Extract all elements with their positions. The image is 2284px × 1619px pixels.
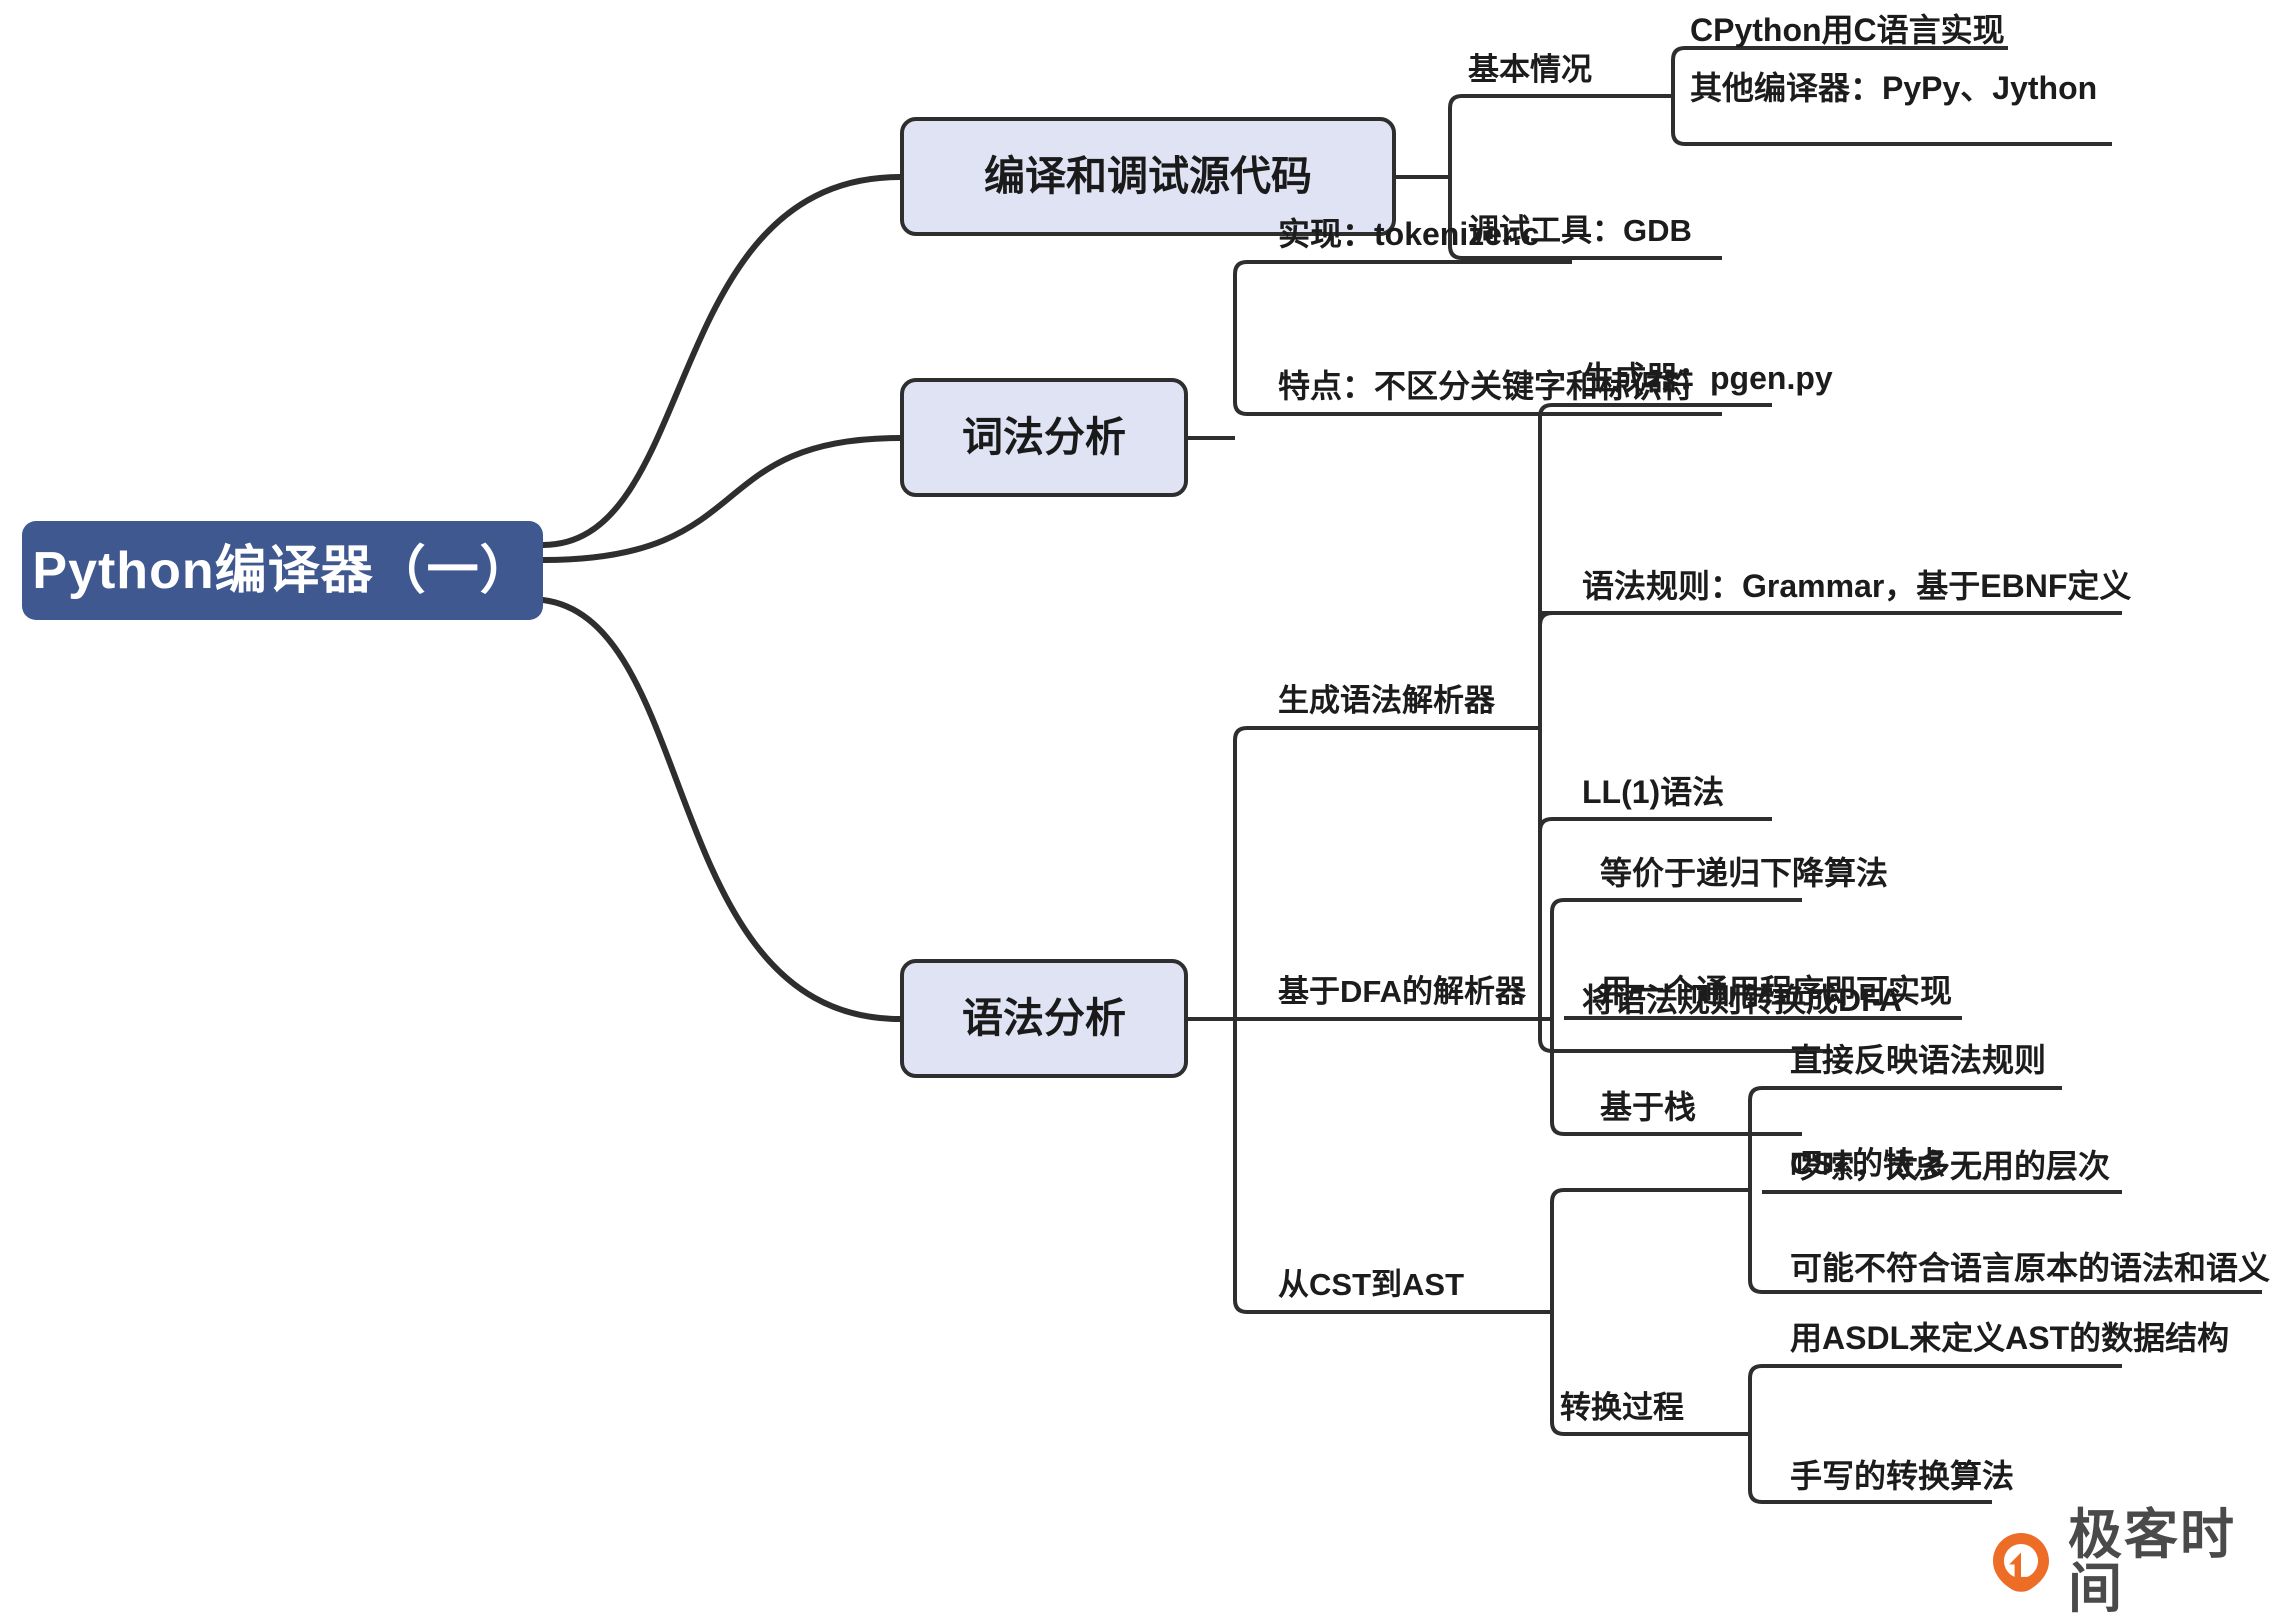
subtopic-conversion-process[interactable]: 转换过程: [1560, 1390, 1684, 1425]
subtopic-cst-to-ast[interactable]: 从CST到AST: [1278, 1267, 1464, 1302]
root-node-label: Python编译器（一）: [32, 541, 533, 600]
leaf-handwritten-conversion[interactable]: 手写的转换算法: [1790, 1458, 2015, 1494]
leaf-grammar-to-dfa[interactable]: 将语法规则转换成DFA: [1582, 982, 1903, 1018]
leaf-ll1-grammar[interactable]: LL(1)语法: [1582, 774, 1725, 810]
brand-watermark: 极客时间: [1990, 1508, 2284, 1616]
geektime-logo-icon: [1990, 1531, 2052, 1593]
leaf-cpython-implemented-in-c[interactable]: CPython用C语言实现: [1690, 12, 2005, 48]
subtopic-cst-characteristics[interactable]: CST的特点: [1790, 1146, 1945, 1181]
leaf-generic-program[interactable]: 用一个通用程序即可实现: [1600, 973, 1953, 1009]
leaf-lexical-feature[interactable]: 特点：不区分关键字和标识符: [1278, 368, 1695, 404]
root-node[interactable]: Python编译器（一）: [22, 521, 543, 620]
branch-node-label: 词法分析: [962, 414, 1126, 460]
geektime-brand-label: 极客时间: [2068, 1505, 2236, 1619]
leaf-stack-based[interactable]: 基于栈: [1600, 1089, 1697, 1125]
leaf-other-compilers[interactable]: 其他编译器：PyPy、Jython: [1690, 70, 2098, 106]
leaf-grammar-rules-ebnf[interactable]: 语法规则：Grammar，基于EBNF定义: [1582, 568, 2132, 604]
leaf-implementation-tokenizer-c[interactable]: 实现：tokenizer.c: [1278, 216, 1540, 252]
subtopic-dfa-based-parser[interactable]: 基于DFA的解析器: [1278, 974, 1526, 1009]
leaf-equivalent-recursive-descent[interactable]: 等价于递归下降算法: [1600, 855, 1889, 891]
subtopic-debug-tool-gdb[interactable]: 调试工具：GDB: [1468, 213, 1692, 248]
leaf-generator-pgen-py[interactable]: 生成器：pgen.py: [1582, 360, 1833, 396]
subtopic-basic-situation[interactable]: 基本情况: [1468, 52, 1592, 87]
branch-node-lexical-analysis[interactable]: 词法分析: [900, 378, 1188, 497]
leaf-directly-reflect-grammar[interactable]: 直接反映语法规则: [1790, 1042, 2047, 1078]
leaf-may-not-match-semantics[interactable]: 可能不符合语言原本的语法和语义: [1790, 1250, 2271, 1286]
subtopic-generate-parser[interactable]: 生成语法解析器: [1278, 683, 1495, 718]
branch-node-syntax-analysis[interactable]: 语法分析: [900, 959, 1188, 1078]
branch-node-label: 编译和调试源代码: [984, 153, 1312, 199]
branch-node-label: 语法分析: [962, 995, 1126, 1041]
branch-node-compile-debug[interactable]: 编译和调试源代码: [900, 117, 1396, 236]
leaf-asdl-defines-ast[interactable]: 用ASDL来定义AST的数据结构: [1790, 1320, 2230, 1356]
leaf-verbose-useless-levels[interactable]: 啰嗦，太多无用的层次: [1790, 1148, 2111, 1184]
